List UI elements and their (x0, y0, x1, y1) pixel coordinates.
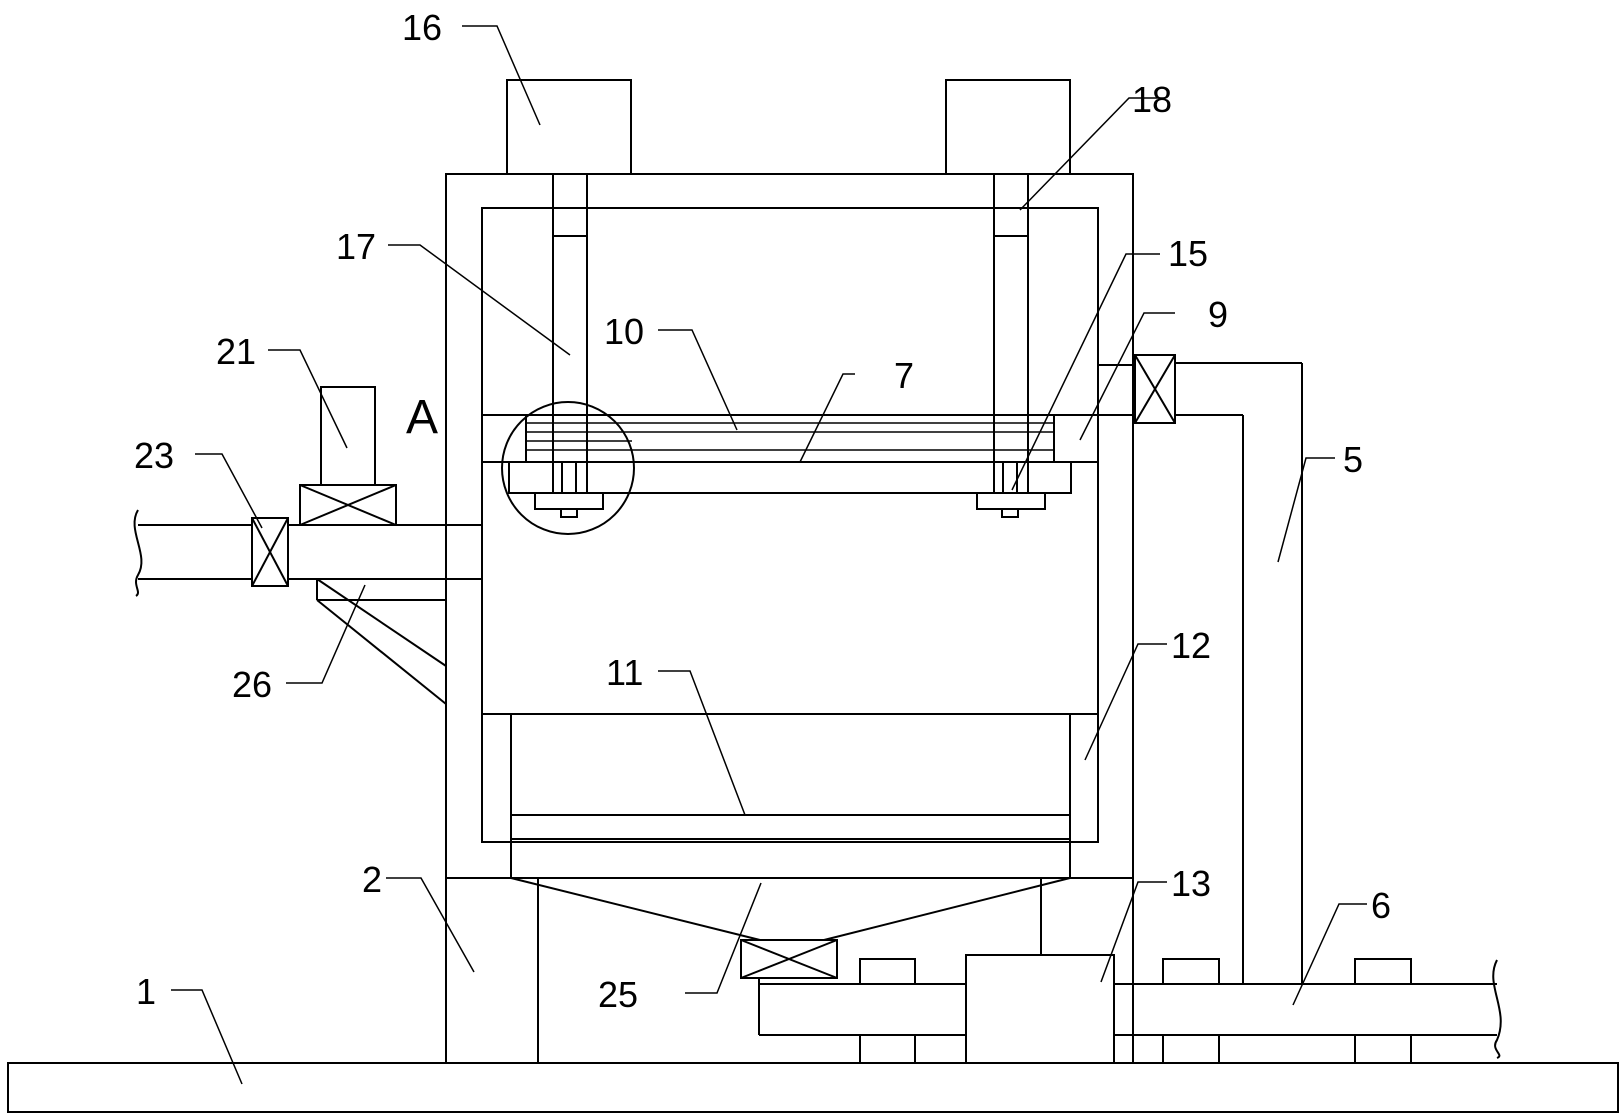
return-pipe (1098, 362, 1303, 984)
bottom-pipe (758, 958, 1502, 1064)
detail-circle (501, 401, 635, 535)
discharge-hopper (510, 877, 1071, 941)
hopper-valve (740, 939, 838, 979)
label-1: 1 (136, 971, 156, 1012)
leader-lines (171, 25, 1367, 1085)
label-26: 26 (232, 664, 272, 705)
return-valve (1134, 354, 1176, 424)
motor-right (945, 79, 1071, 175)
housing (445, 173, 1134, 879)
label-9: 9 (1208, 294, 1228, 335)
top-valve (299, 484, 397, 526)
pump (965, 954, 1115, 1064)
label-5: 5 (1343, 439, 1363, 480)
spring-left (534, 461, 604, 518)
support-legs (445, 878, 1134, 1063)
label-16: 16 (402, 7, 442, 48)
upper-filter-layer (525, 414, 1055, 463)
label-12: 12 (1171, 625, 1211, 666)
mesh-filter (508, 461, 1072, 494)
label-15: 15 (1168, 233, 1208, 274)
label-23: 23 (134, 435, 174, 476)
pipe-bracket (316, 578, 447, 705)
spring-right (976, 461, 1046, 518)
detail-label-A: A (406, 391, 438, 444)
label-10: 10 (604, 311, 644, 352)
rod-left (552, 173, 588, 497)
rod-right (993, 173, 1029, 497)
base-plate (7, 1062, 1619, 1113)
side-block (1053, 414, 1099, 463)
valve-actuator (320, 386, 376, 486)
label-17: 17 (336, 226, 376, 267)
label-21: 21 (216, 331, 256, 372)
label-25: 25 (598, 974, 638, 1015)
label-11: 11 (606, 652, 643, 693)
label-2: 2 (362, 859, 382, 900)
label-13: 13 (1171, 863, 1211, 904)
label-6: 6 (1371, 885, 1391, 926)
motor-left (506, 79, 632, 175)
label-18: 18 (1132, 79, 1172, 120)
label-7: 7 (894, 355, 914, 396)
lower-filter (510, 814, 1071, 840)
inlet-valve (251, 517, 289, 587)
